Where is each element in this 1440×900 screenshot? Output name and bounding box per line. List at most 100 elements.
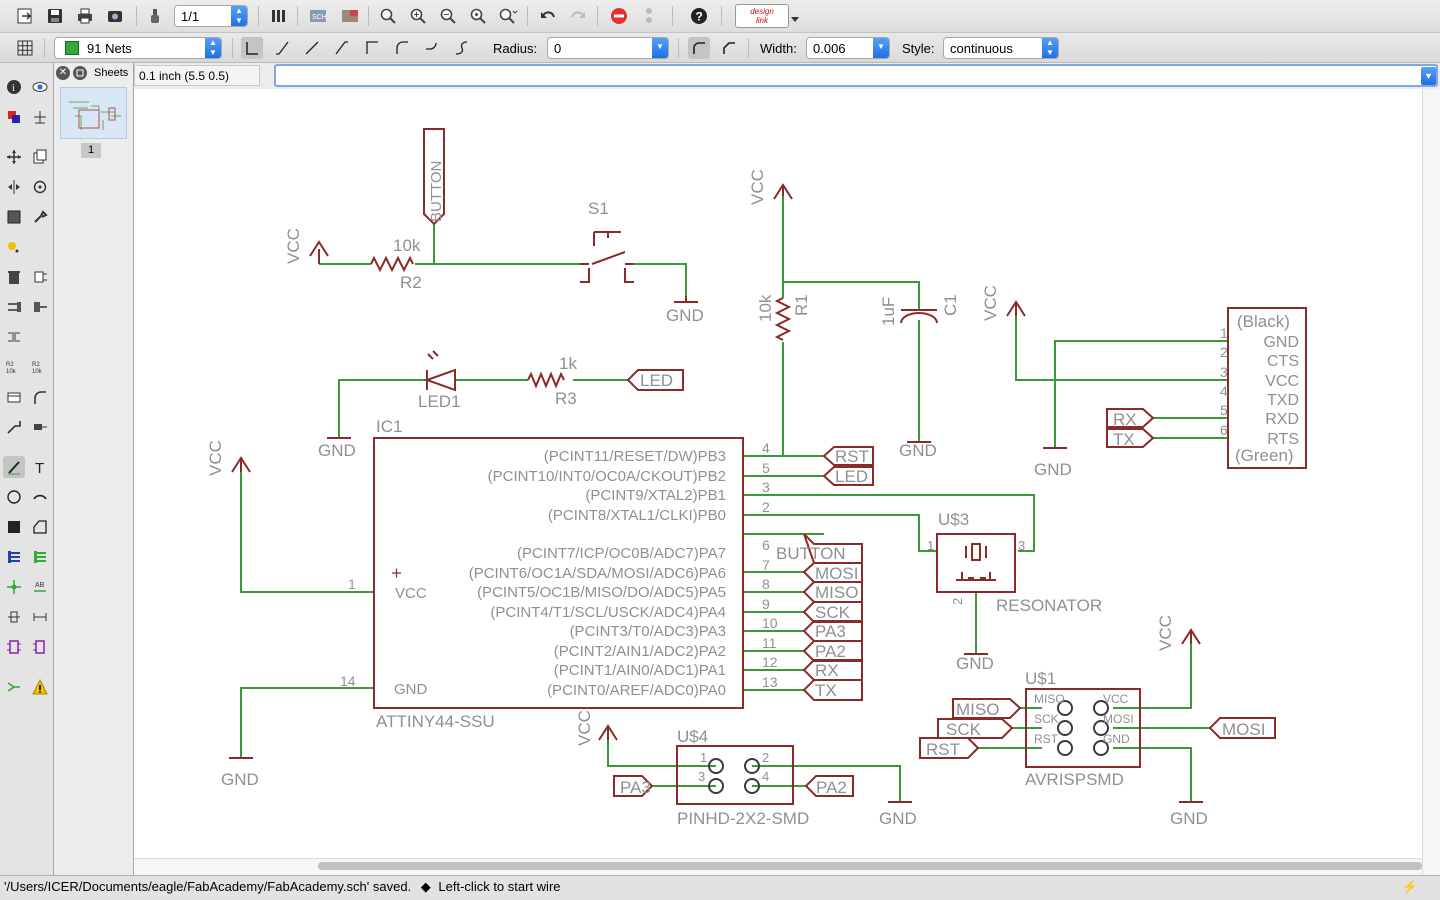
- layers-icon[interactable]: [267, 5, 289, 27]
- close-icon[interactable]: ✕: [56, 66, 70, 80]
- wire-bend-free-icon[interactable]: [451, 37, 473, 59]
- design-link-dropdown-icon[interactable]: [788, 8, 802, 30]
- info-icon[interactable]: i: [3, 76, 25, 98]
- gateswap-icon[interactable]: [3, 326, 25, 348]
- ic-pin-number: 12: [762, 654, 778, 670]
- net-label-pa3: PA3: [815, 622, 846, 641]
- net-label-sck: SCK: [815, 603, 851, 622]
- circle-tool-icon[interactable]: [3, 486, 25, 508]
- smash-icon[interactable]: [3, 386, 25, 408]
- undo-icon[interactable]: [537, 5, 559, 27]
- radius-field[interactable]: 0▼: [547, 37, 669, 59]
- zoom-out-icon[interactable]: [437, 5, 459, 27]
- horizontal-scrollbar[interactable]: [134, 858, 1422, 875]
- gnd-label: GND: [956, 654, 994, 673]
- display-icon[interactable]: [3, 106, 25, 128]
- ftdi-pin-name: RTS: [1267, 431, 1299, 448]
- pinswap-icon[interactable]: [3, 296, 25, 318]
- horizontal-scroll-thumb[interactable]: [318, 862, 1422, 870]
- sheet-number[interactable]: 1: [81, 143, 101, 158]
- grid-icon[interactable]: [14, 37, 36, 59]
- r1-value: 10k: [756, 294, 775, 322]
- net-label-sck: SCK: [946, 720, 982, 739]
- mark-icon[interactable]: [29, 106, 51, 128]
- attribute-tool-icon[interactable]: [3, 606, 25, 628]
- wire-bend-90-icon[interactable]: [241, 37, 263, 59]
- wire-bend-45b-icon[interactable]: [331, 37, 353, 59]
- sheet-thumbnail[interactable]: [60, 87, 127, 139]
- zoom-redraw-icon[interactable]: [467, 5, 489, 27]
- zoom-fit-icon[interactable]: [377, 5, 399, 27]
- restore-icon[interactable]: [73, 66, 87, 80]
- ic-pin-name: VCC: [395, 585, 427, 602]
- miter-round-icon[interactable]: [688, 37, 710, 59]
- command-input[interactable]: [274, 64, 1438, 87]
- stop-icon[interactable]: [608, 5, 630, 27]
- mirror-icon[interactable]: [3, 176, 25, 198]
- style-select[interactable]: continuous▲▼: [943, 37, 1059, 59]
- ic-pin-number: 9: [762, 596, 770, 612]
- wire-bend-arc-icon[interactable]: [391, 37, 413, 59]
- wire-bend-45-icon[interactable]: [271, 37, 293, 59]
- split-icon[interactable]: [3, 416, 25, 438]
- net-label-mosi: MOSI: [815, 564, 858, 583]
- label-tool-icon[interactable]: AB: [29, 576, 51, 598]
- invoke-icon[interactable]: [29, 416, 51, 438]
- net-class-select[interactable]: 91 Nets▲▼: [54, 37, 222, 59]
- move-icon[interactable]: [3, 146, 25, 168]
- open-icon[interactable]: [14, 5, 36, 27]
- board-icon[interactable]: [339, 5, 361, 27]
- sheets-title: Sheets: [94, 67, 129, 79]
- save-icon[interactable]: [44, 5, 66, 27]
- net-tool-icon[interactable]: [29, 546, 51, 568]
- pinhd-pin: 4: [762, 769, 769, 784]
- sheet-select[interactable]: 1/1▲▼: [174, 5, 248, 27]
- miter-icon[interactable]: [29, 386, 51, 408]
- cam-icon[interactable]: [104, 5, 126, 27]
- zoom-in-icon[interactable]: [407, 5, 429, 27]
- replace-icon[interactable]: [29, 296, 51, 318]
- zoom-select-icon[interactable]: [497, 5, 519, 27]
- button-label: BUTTON: [428, 161, 445, 222]
- width-field[interactable]: 0.006▼: [806, 37, 890, 59]
- group-icon[interactable]: [3, 206, 25, 228]
- bus-tool-icon[interactable]: [3, 546, 25, 568]
- print-icon[interactable]: [74, 5, 96, 27]
- wire-bend-straight-icon[interactable]: [301, 37, 323, 59]
- dimension-tool-icon[interactable]: [29, 606, 51, 628]
- rect-tool-icon[interactable]: [3, 516, 25, 538]
- junction-tool-icon[interactable]: [3, 576, 25, 598]
- command-history-dropdown-icon[interactable]: ▼: [1421, 67, 1436, 85]
- wire-tool-icon[interactable]: [3, 456, 25, 478]
- change-icon[interactable]: [29, 206, 51, 228]
- redo-icon[interactable]: [567, 5, 589, 27]
- wire-bend-arcb-icon[interactable]: [421, 37, 443, 59]
- erc-icon[interactable]: [3, 676, 25, 698]
- copy-icon[interactable]: [29, 146, 51, 168]
- arc-tool-icon[interactable]: [29, 486, 51, 508]
- text-tool-icon[interactable]: T: [29, 456, 51, 478]
- rotate-icon[interactable]: [29, 176, 51, 198]
- add-icon[interactable]: [29, 266, 51, 288]
- show-icon[interactable]: [29, 76, 51, 98]
- ftdi-pin-name: CTS: [1267, 353, 1299, 370]
- help-icon[interactable]: ?: [688, 5, 710, 27]
- schematic-board-switch-icon[interactable]: SCH: [307, 5, 329, 27]
- vertical-scrollbar[interactable]: [1422, 89, 1440, 875]
- wire-bend-90b-icon[interactable]: [361, 37, 383, 59]
- module-tool-icon[interactable]: [3, 636, 25, 658]
- go-icon[interactable]: [638, 5, 660, 27]
- errors-icon[interactable]: [29, 676, 51, 698]
- script-icon[interactable]: [144, 5, 166, 27]
- paste-icon[interactable]: [3, 236, 25, 258]
- net-label-rx: RX: [1113, 410, 1137, 429]
- port-tool-icon[interactable]: [29, 636, 51, 658]
- polygon-tool-icon[interactable]: [29, 516, 51, 538]
- ftdi-pin-number: 4: [1220, 383, 1228, 399]
- miter-straight-icon[interactable]: [718, 37, 740, 59]
- delete-icon[interactable]: [3, 266, 25, 288]
